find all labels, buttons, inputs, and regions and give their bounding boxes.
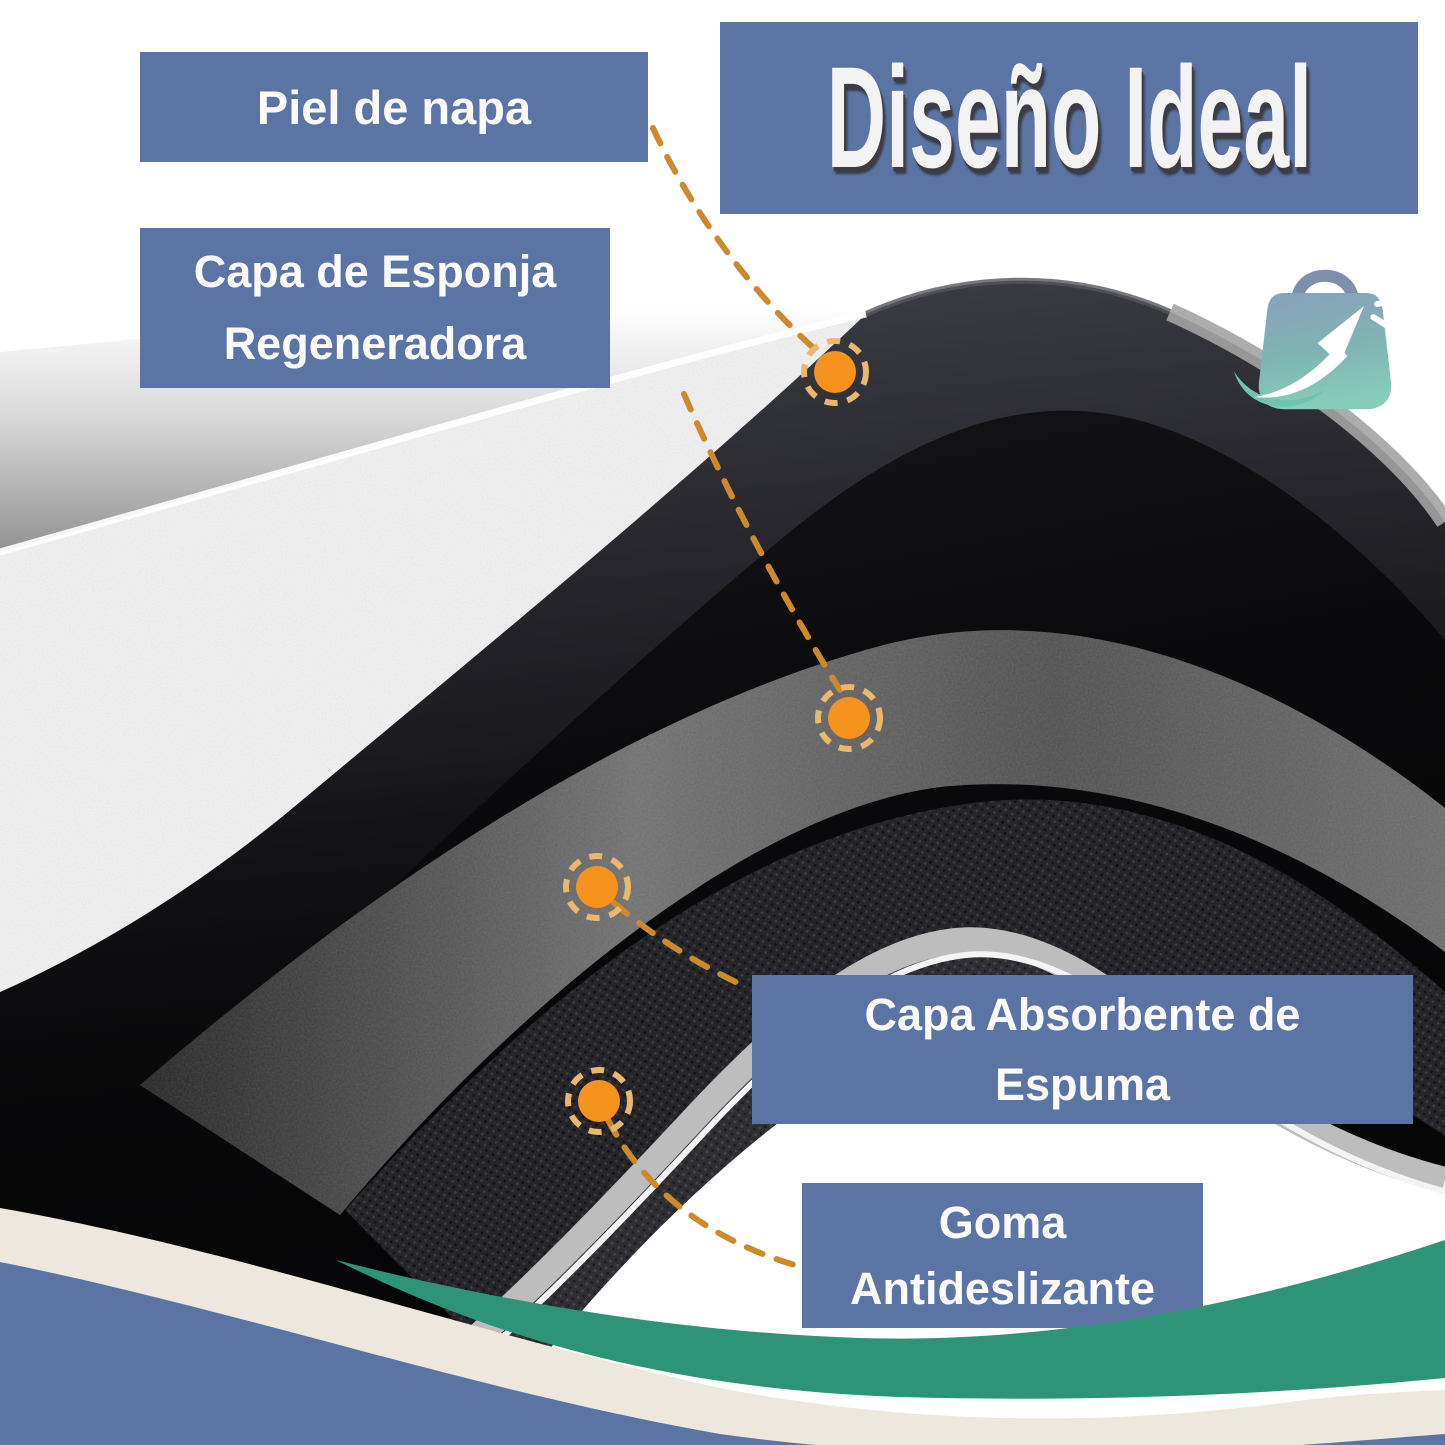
label-piel-de-napa: Piel de napa — [140, 52, 648, 162]
napa-crest-edge — [864, 277, 1172, 317]
arch-right-rim — [1166, 303, 1445, 527]
callout-dot-esponja — [815, 684, 883, 752]
title-banner: Diseño Ideal — [720, 22, 1418, 214]
label-goma-antideslizante: Goma Antideslizante — [802, 1183, 1203, 1328]
shopping-bag-click-icon — [1233, 265, 1399, 410]
sponge-foam-layer — [140, 630, 1445, 1215]
bag-body-icon — [1258, 292, 1392, 410]
footer-wave-blue — [0, 1262, 1445, 1445]
page-title: Diseño Ideal — [826, 36, 1312, 198]
label-text-line1: Capa Absorbente de — [864, 988, 1301, 1040]
callout-dots — [563, 338, 883, 1135]
napa-sheen — [0, 280, 1445, 1190]
callout-line-espuma — [611, 900, 751, 991]
label-text: Piel de napa — [256, 80, 532, 134]
mat-terry-top-surface — [0, 310, 867, 992]
label-text-line2: Regeneradora — [223, 318, 527, 369]
swoosh-icon — [1233, 371, 1325, 407]
label-text-line1: Goma — [938, 1196, 1067, 1248]
label-capa-absorbente: Capa Absorbente de Espuma — [752, 975, 1413, 1124]
click-arrow-icon — [1254, 265, 1399, 398]
mesh-layer — [345, 799, 1445, 1386]
callout-dot-goma — [565, 1067, 633, 1135]
callout-line-esponja — [681, 391, 843, 693]
callout-line-goma — [605, 1117, 801, 1269]
label-text-line2: Antideslizante — [849, 1262, 1156, 1314]
label-text-line2: Espuma — [994, 1058, 1171, 1110]
callout-line-piel — [650, 125, 821, 355]
bag-handle-icon — [1291, 269, 1359, 303]
callout-lines — [605, 125, 843, 1269]
callout-dot-piel — [801, 338, 869, 406]
callout-dot-espuma — [563, 853, 631, 921]
label-text-line1: Capa de Esponja — [193, 246, 557, 297]
label-capa-esponja: Capa de Esponja Regeneradora — [140, 228, 610, 388]
